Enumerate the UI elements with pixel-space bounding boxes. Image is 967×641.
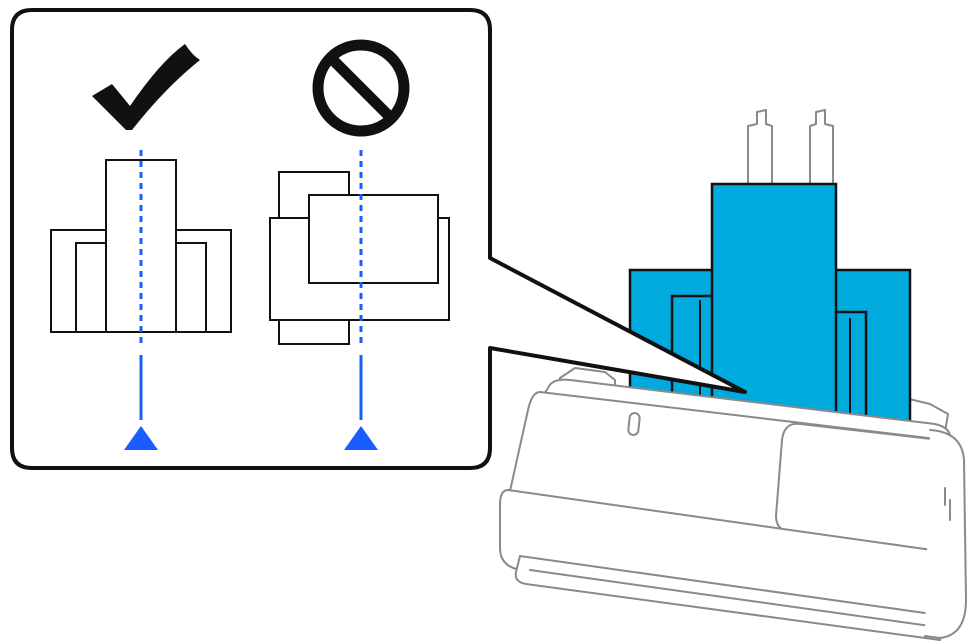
scanner-side-detail xyxy=(944,487,951,521)
correct-example xyxy=(50,44,232,450)
paper-support-arms xyxy=(747,109,834,193)
check-mark-icon xyxy=(92,44,200,130)
scanner-body xyxy=(499,378,967,641)
misaligned-stack xyxy=(269,171,450,345)
scanner-output-tray-lip xyxy=(529,569,931,627)
scanner-end-cap xyxy=(924,429,967,639)
paper-tall-center xyxy=(710,182,838,432)
callout xyxy=(10,8,747,470)
triangle-up-icon xyxy=(344,426,378,450)
prohibition-icon xyxy=(312,39,410,137)
triangle-up-icon xyxy=(124,426,158,450)
power-button-icon[interactable] xyxy=(627,412,641,436)
incorrect-example xyxy=(269,39,450,450)
